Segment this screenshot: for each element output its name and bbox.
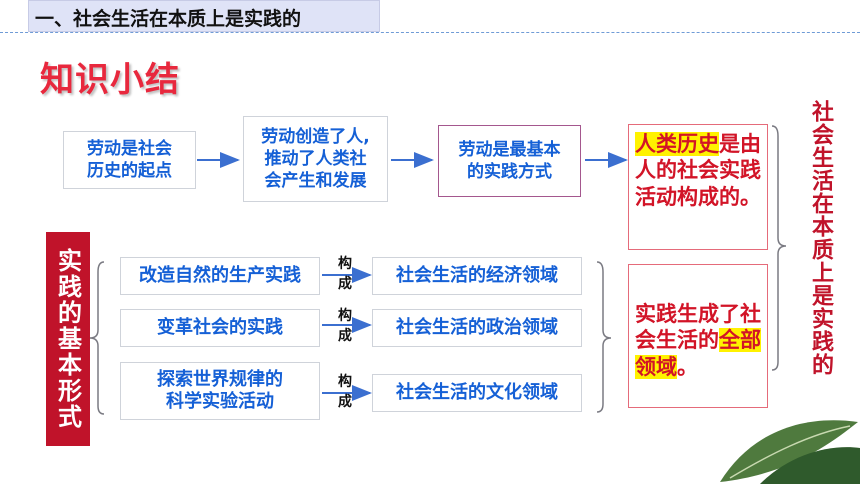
leaf-shape-2 <box>760 447 860 484</box>
basic-forms-label: 实践的基本形式 <box>46 232 90 446</box>
verb-constitute-3: 构 成 <box>338 374 352 411</box>
section-header: 一、社会生活在本质上是实践的 <box>28 0 380 32</box>
practice-box-science: 探索世界规律的 科学实验活动 <box>120 362 320 420</box>
leaf-vein <box>729 425 851 479</box>
right-brace <box>771 125 787 371</box>
leaf-decoration <box>720 420 860 484</box>
conclusion-label: 社会生活在本质上是实践的 <box>808 100 833 376</box>
flow-box-labor-created-human: 劳动创造了人, 推动了人类社 会产生和发展 <box>243 116 388 202</box>
leaf-shape-1 <box>720 420 858 482</box>
result-box-practice-generates: 实践生成了社会生活的全部领域。 <box>628 264 768 408</box>
domain-box-political: 社会生活的政治领域 <box>372 309 582 347</box>
highlight-human-history: 人类历史 <box>635 132 719 156</box>
result-1-text: 是由人的社会实践活动构成的。 <box>635 132 761 209</box>
middle-brace <box>596 261 612 413</box>
result-box-human-history: 人类历史是由人的社会实践活动构成的。 <box>628 124 768 250</box>
domain-box-economic: 社会生活的经济领域 <box>372 257 582 295</box>
verb-constitute-2: 构 成 <box>338 308 352 345</box>
verb-constitute-1: 构 成 <box>338 256 352 293</box>
flow-box-labor-origin: 劳动是社会 历史的起点 <box>63 131 196 189</box>
result-2-end: 。 <box>677 354 698 379</box>
header-divider <box>0 32 860 33</box>
practice-box-social-change: 变革社会的实践 <box>120 309 320 347</box>
practice-box-production: 改造自然的生产实践 <box>120 257 320 295</box>
flow-box-basic-practice: 劳动是最基本 的实践方式 <box>438 125 581 197</box>
summary-title: 知识小结 <box>40 60 180 100</box>
result-2-text: 实践生成了社会生活的 <box>635 302 761 353</box>
left-brace <box>89 261 105 415</box>
domain-box-cultural: 社会生活的文化领域 <box>372 374 582 412</box>
